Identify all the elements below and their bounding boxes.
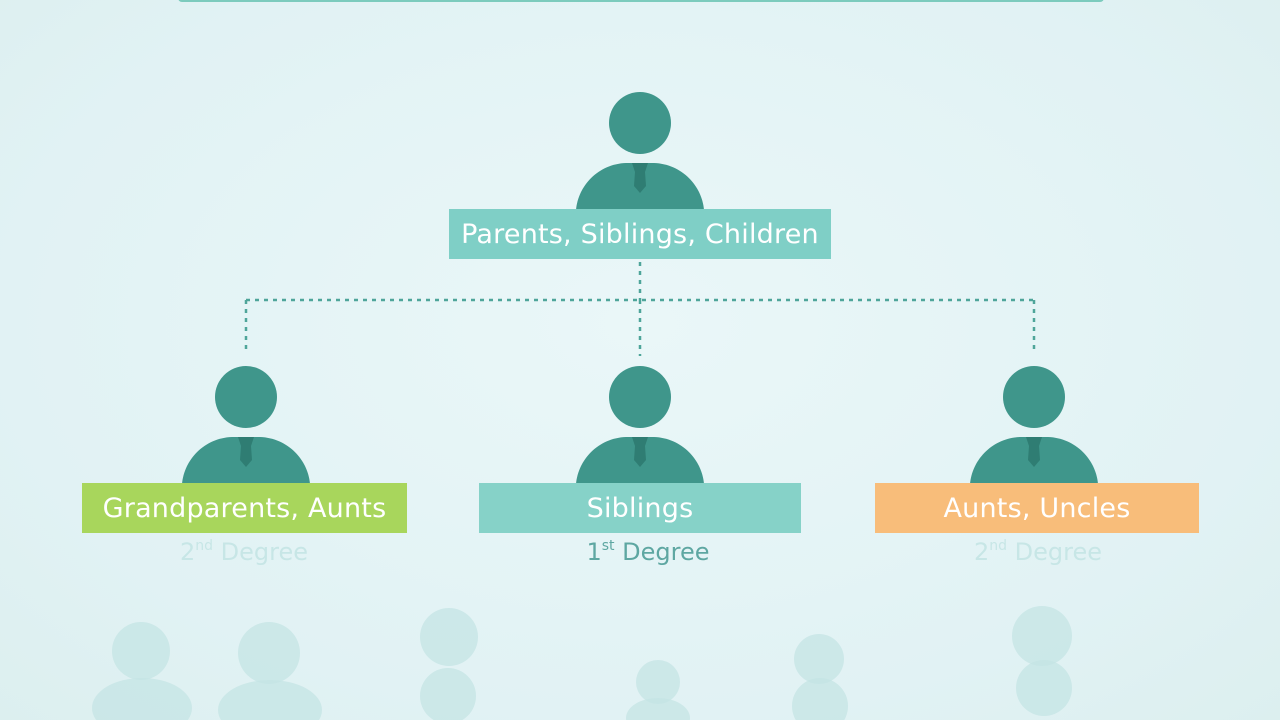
person-icon <box>576 90 704 210</box>
node-label-center: Siblings <box>479 483 801 533</box>
node-label-right: Aunts, Uncles <box>875 483 1199 533</box>
person-icon <box>576 364 704 484</box>
person-icon <box>970 364 1098 484</box>
person-icon <box>182 364 310 484</box>
root-label: Parents, Siblings, Children <box>449 209 831 259</box>
degree-label-left: 2nd Degree <box>179 538 309 566</box>
node-label-left: Grandparents, Aunts <box>82 483 407 533</box>
degree-label-right: 2nd Degree <box>973 538 1103 566</box>
faded-background-people <box>0 590 1280 720</box>
degree-label-center: 1st Degree <box>586 538 710 566</box>
